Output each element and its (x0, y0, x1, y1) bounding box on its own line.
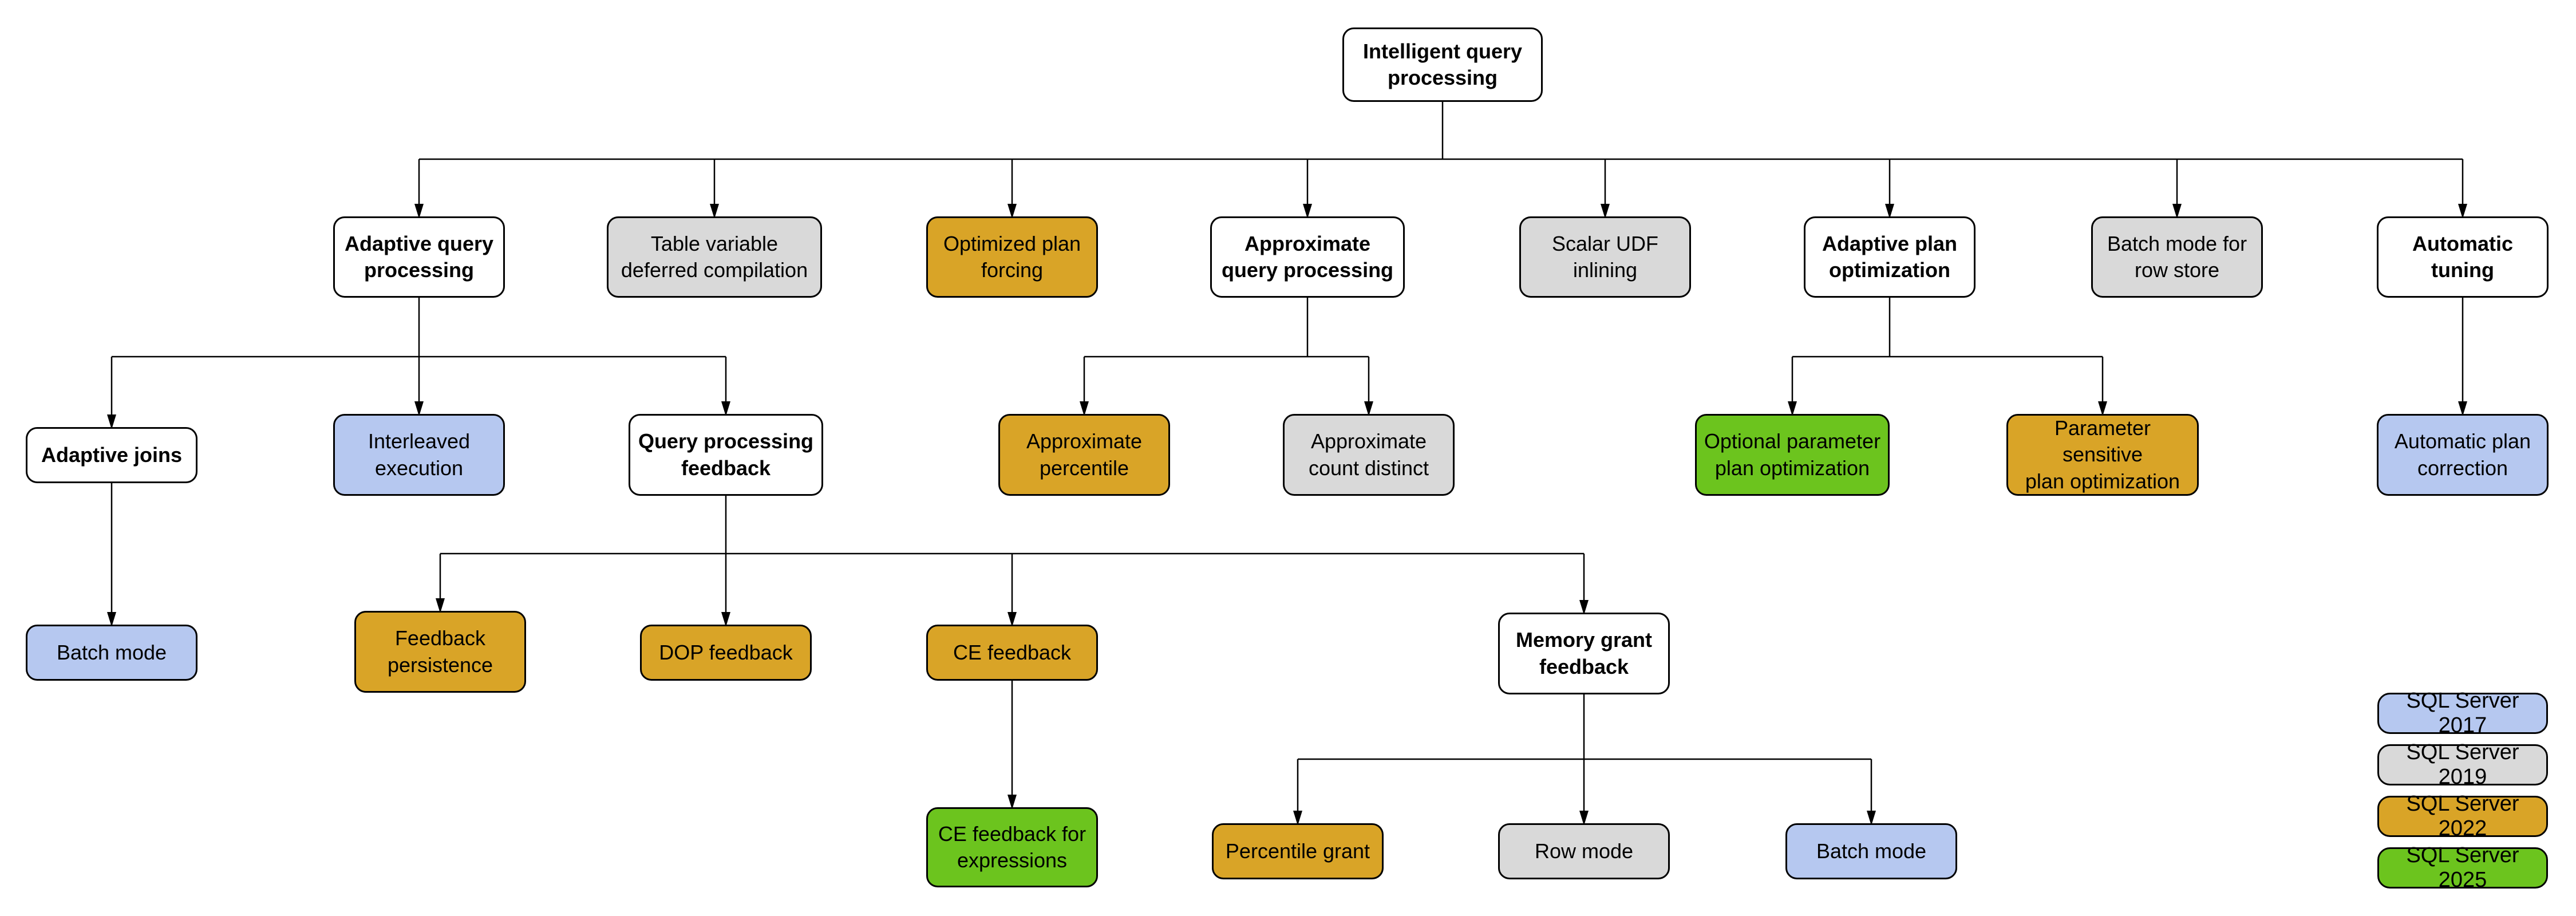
node-ap: Approximate percentile (998, 414, 1170, 496)
node-bm2: Batch mode (1785, 823, 1957, 879)
node-cef: CE feedback (926, 625, 1098, 681)
node-ie: Interleaved execution (333, 414, 505, 496)
node-apc: Automatic plan correction (2377, 414, 2549, 496)
node-pspo: Parameter sensitive plan optimization (2006, 414, 2199, 496)
node-dop: DOP feedback (640, 625, 812, 681)
node-apo: Adaptive plan optimization (1804, 216, 1976, 298)
node-acd: Approximate count distinct (1283, 414, 1455, 496)
node-oppo: Optional parameter plan optimization (1695, 414, 1890, 496)
node-fp: Feedback persistence (354, 611, 526, 693)
legend-item-sql-server-2022: SQL Server 2022 (2377, 792, 2548, 840)
node-qpf: Query processing feedback (629, 414, 823, 496)
node-mgf: Memory grant feedback (1498, 613, 1670, 694)
legend-item-sql-server-2025: SQL Server 2025 (2377, 843, 2548, 892)
node-axqp: Approximate query processing (1210, 216, 1405, 298)
node-pg: Percentile grant (1212, 823, 1384, 879)
node-bmrs: Batch mode for row store (2091, 216, 2263, 298)
node-sudf: Scalar UDF inlining (1519, 216, 1691, 298)
node-cefx: CE feedback for expressions (926, 807, 1098, 887)
node-aqp: Adaptive query processing (333, 216, 505, 298)
legend-item-sql-server-2019: SQL Server 2019 (2377, 740, 2548, 789)
node-rm: Row mode (1498, 823, 1670, 879)
node-aj: Adaptive joins (26, 427, 197, 483)
node-iqp: Intelligent query processing (1342, 27, 1543, 102)
node-opf: Optimized plan forcing (926, 216, 1098, 298)
node-tvdc: Table variable deferred compilation (607, 216, 822, 298)
legend-item-sql-server-2017: SQL Server 2017 (2377, 689, 2548, 737)
node-at: Automatic tuning (2377, 216, 2549, 298)
node-bm1: Batch mode (26, 625, 197, 681)
